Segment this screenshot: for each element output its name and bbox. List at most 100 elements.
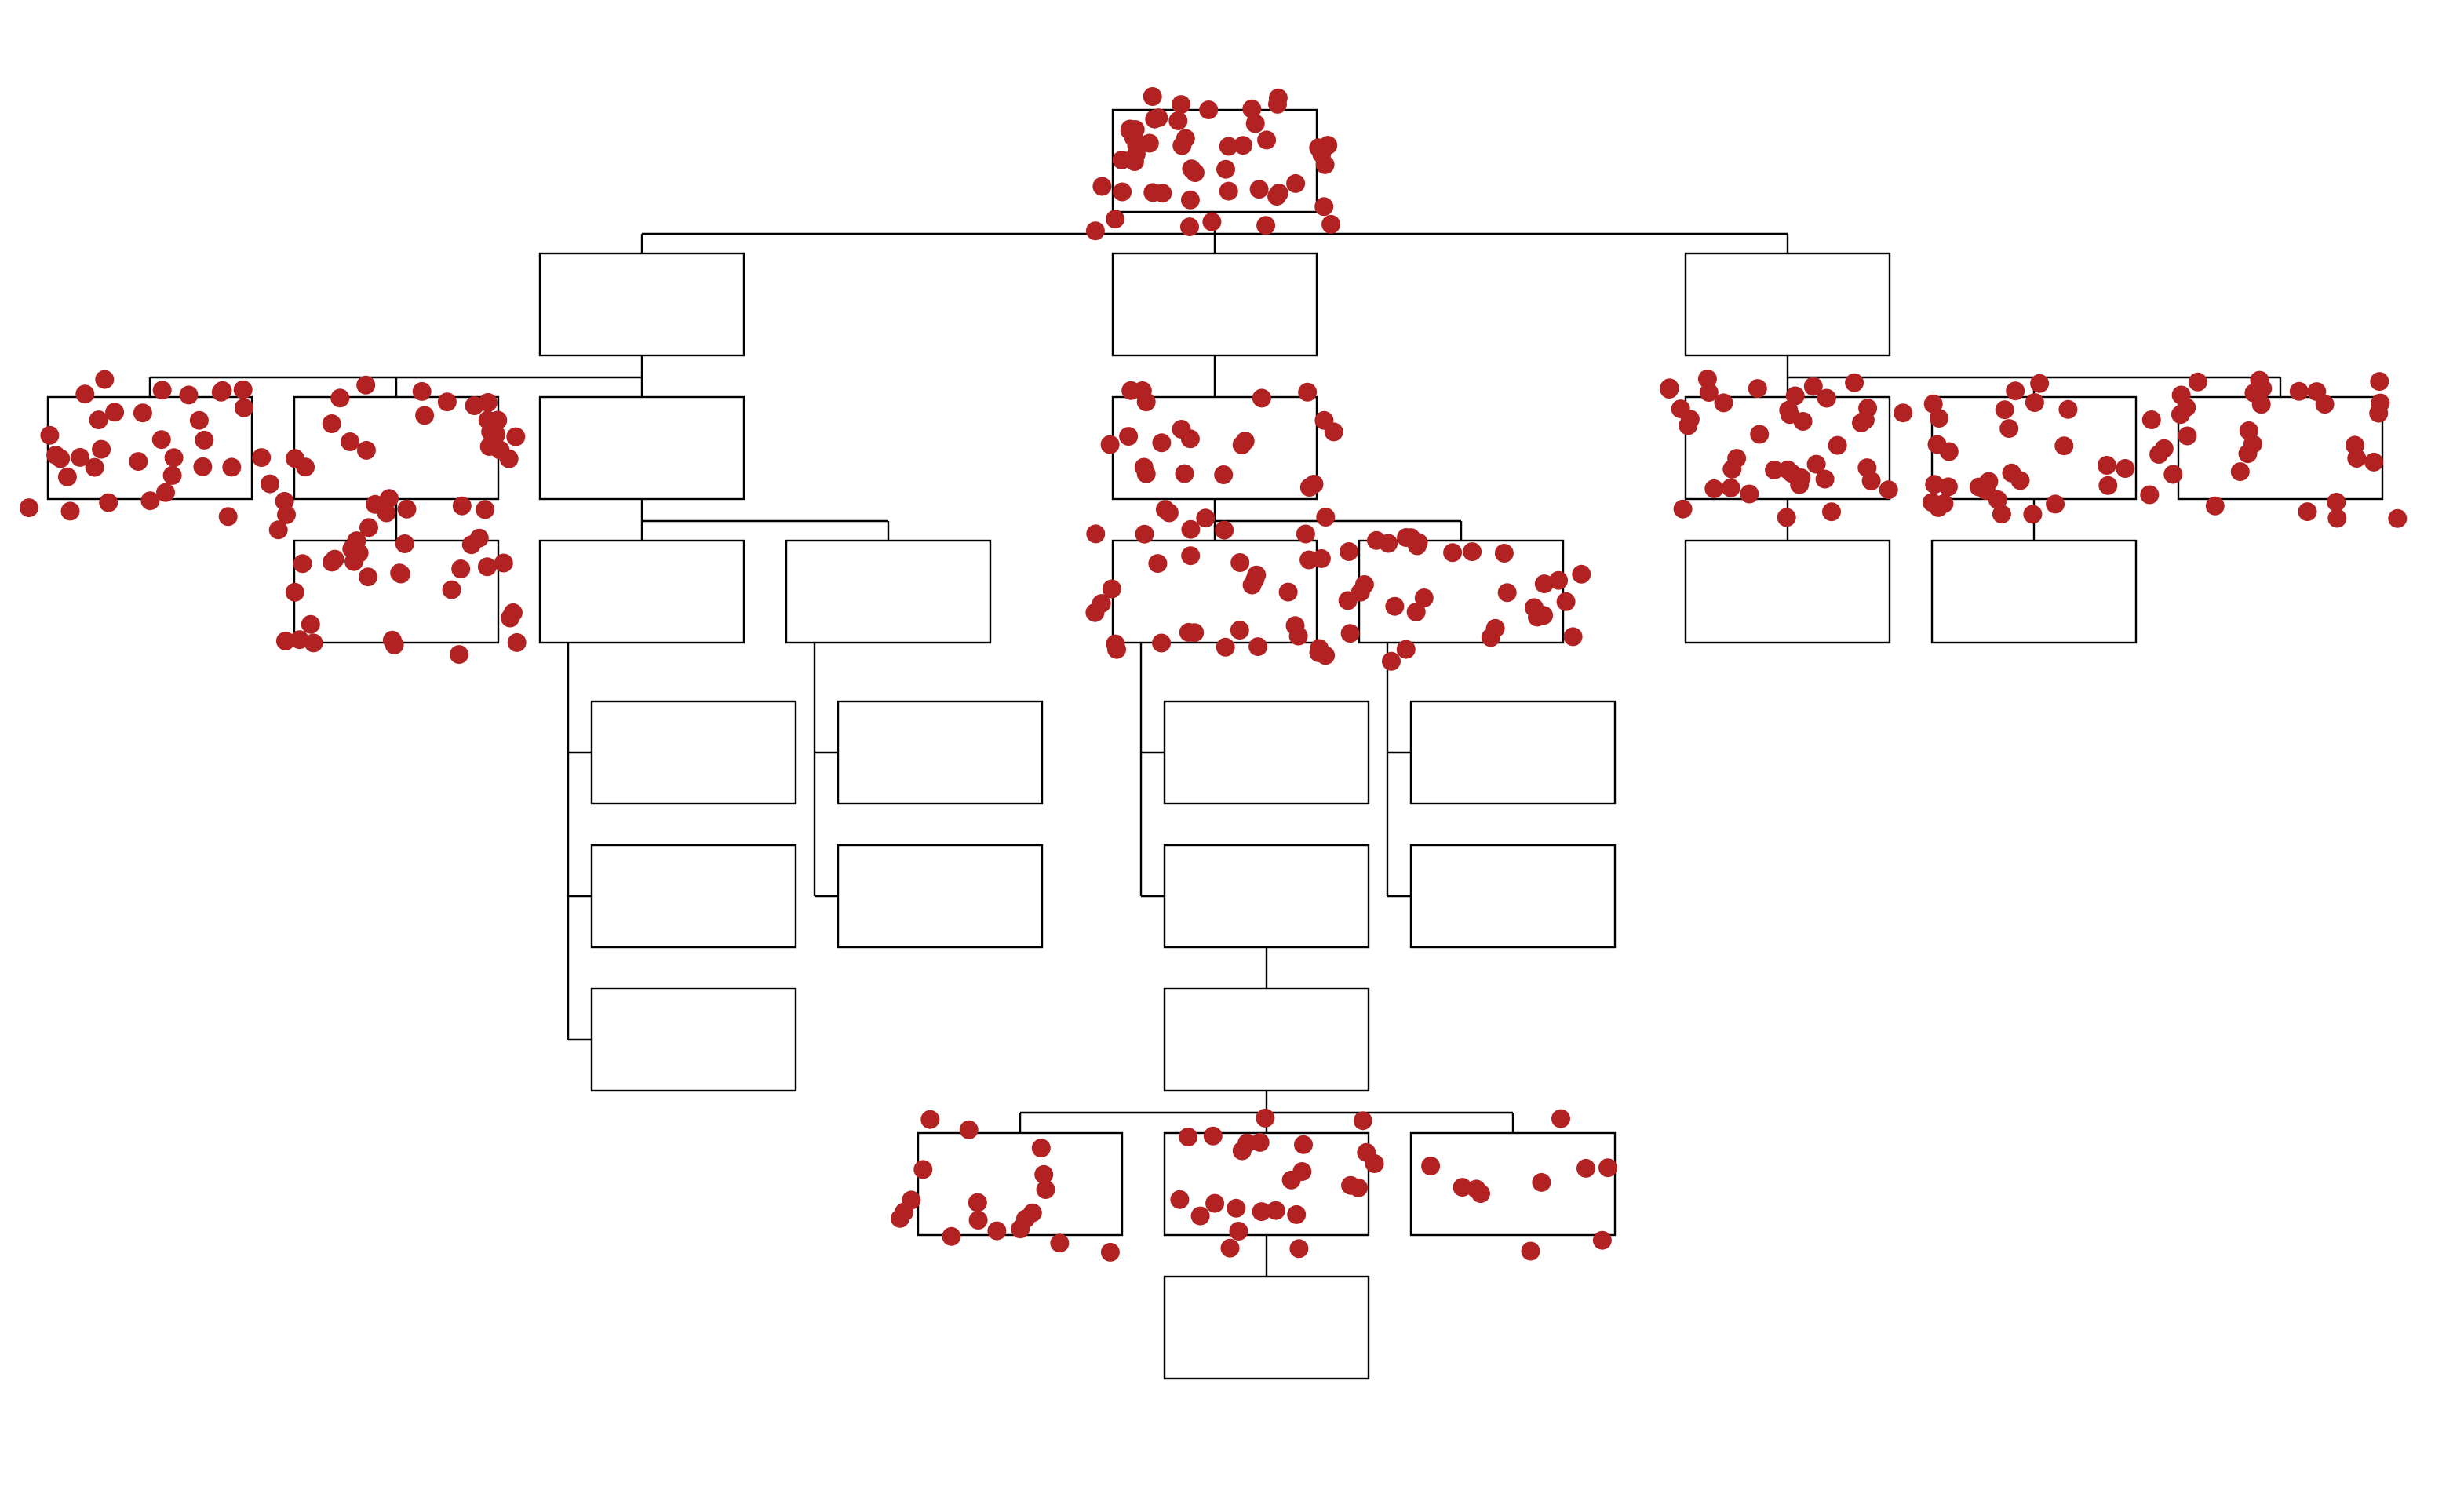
marker-dot [1750, 425, 1770, 444]
marker-dot [501, 608, 520, 628]
marker-dot [1248, 637, 1268, 657]
marker-dot [1806, 454, 1826, 474]
marker-dot [1367, 530, 1386, 550]
marker-dot [129, 452, 148, 472]
marker-dot [1443, 543, 1463, 563]
marker-dot [2289, 381, 2309, 401]
marker-dot [895, 1202, 914, 1222]
marker-layer [19, 87, 2408, 1262]
marker-dot [1414, 588, 1434, 607]
marker-dot [1995, 400, 2014, 420]
marker-dot [1497, 583, 1517, 603]
marker-dot [1234, 136, 1253, 155]
marker-dot [19, 498, 38, 518]
marker-dot [1453, 1178, 1472, 1197]
marker-dot [1576, 1158, 1595, 1178]
marker-dot [359, 518, 378, 537]
marker-dot [465, 396, 484, 415]
marker-dot [1828, 435, 1847, 455]
marker-dot [1220, 1238, 1240, 1258]
node-box-a3-1-3 [590, 987, 797, 1092]
marker-dot [477, 557, 497, 577]
marker-dot [1100, 1242, 1120, 1262]
node-box-b1-2-1 [1409, 700, 1617, 805]
node-box-b1-2 [1358, 539, 1565, 644]
marker-dot [133, 403, 152, 423]
marker-dot [1152, 633, 1172, 653]
marker-dot [1563, 627, 1583, 647]
marker-dot [2054, 436, 2074, 456]
marker-dot [1894, 403, 1913, 423]
marker-dot [1777, 508, 1796, 527]
marker-dot [2046, 494, 2065, 514]
marker-dot [1740, 484, 1759, 504]
marker-dot [1534, 574, 1554, 594]
marker-dot [1481, 628, 1500, 647]
marker-dot [1699, 383, 1719, 403]
marker-dot [452, 496, 472, 516]
marker-dot [1357, 1142, 1376, 1162]
node-box-b1-1-2-1-2-1 [1163, 1275, 1370, 1380]
marker-dot [412, 381, 432, 401]
marker-dot [60, 501, 80, 521]
marker-dot [913, 1160, 933, 1179]
marker-dot [476, 500, 495, 519]
marker-dot [1845, 373, 1864, 392]
marker-dot [1100, 435, 1120, 454]
marker-dot [92, 439, 111, 459]
marker-dot [1925, 475, 1945, 494]
marker-dot [2171, 385, 2191, 405]
marker-dot [1817, 388, 1836, 408]
marker-dot [1203, 1126, 1223, 1146]
node-box-b [1111, 252, 1318, 357]
marker-dot [1107, 640, 1126, 659]
marker-dot [1219, 181, 1238, 201]
marker-dot [2251, 395, 2271, 414]
marker-dot [2188, 372, 2207, 392]
marker-dot [1525, 598, 1544, 618]
marker-dot [325, 549, 344, 569]
marker-dot [1227, 1198, 1246, 1218]
marker-dot [1143, 87, 1162, 106]
marker-dot [1815, 469, 1835, 489]
marker-dot [322, 414, 341, 433]
marker-dot [1149, 108, 1168, 128]
marker-dot [1285, 616, 1305, 636]
node-box-c1-1 [1684, 539, 1891, 644]
marker-dot [1939, 442, 1959, 461]
marker-dot [1136, 464, 1156, 483]
marker-dot [2307, 382, 2327, 402]
marker-dot [304, 633, 323, 653]
marker-dot [152, 381, 172, 400]
marker-dot [275, 631, 295, 650]
marker-dot [252, 448, 272, 468]
marker-dot [285, 582, 304, 602]
marker-dot [218, 507, 238, 527]
marker-dot [1321, 214, 1341, 234]
marker-dot [1229, 1222, 1248, 1241]
marker-dot [1354, 575, 1374, 594]
marker-dot [89, 410, 108, 430]
marker-dot [1269, 184, 1288, 203]
marker-dot [395, 534, 414, 553]
marker-dot [234, 398, 253, 417]
node-box-a2 [293, 395, 500, 501]
marker-dot [506, 427, 526, 446]
marker-dot [442, 580, 461, 599]
marker-dot [261, 474, 279, 494]
marker-dot [1785, 386, 1805, 406]
marker-dot [1340, 542, 1358, 561]
marker-dot [1256, 1108, 1275, 1128]
marker-dot [1176, 129, 1195, 148]
marker-dot [179, 385, 199, 405]
node-box-a3-1-1 [590, 700, 797, 805]
marker-dot [1494, 544, 1514, 563]
marker-dot [140, 491, 160, 511]
marker-dot [1857, 458, 1877, 478]
marker-dot [1124, 128, 1143, 148]
marker-dot [1085, 221, 1105, 241]
marker-dot [1793, 412, 1813, 431]
marker-dot [366, 494, 385, 514]
marker-dot [195, 430, 214, 450]
marker-dot [330, 388, 350, 408]
